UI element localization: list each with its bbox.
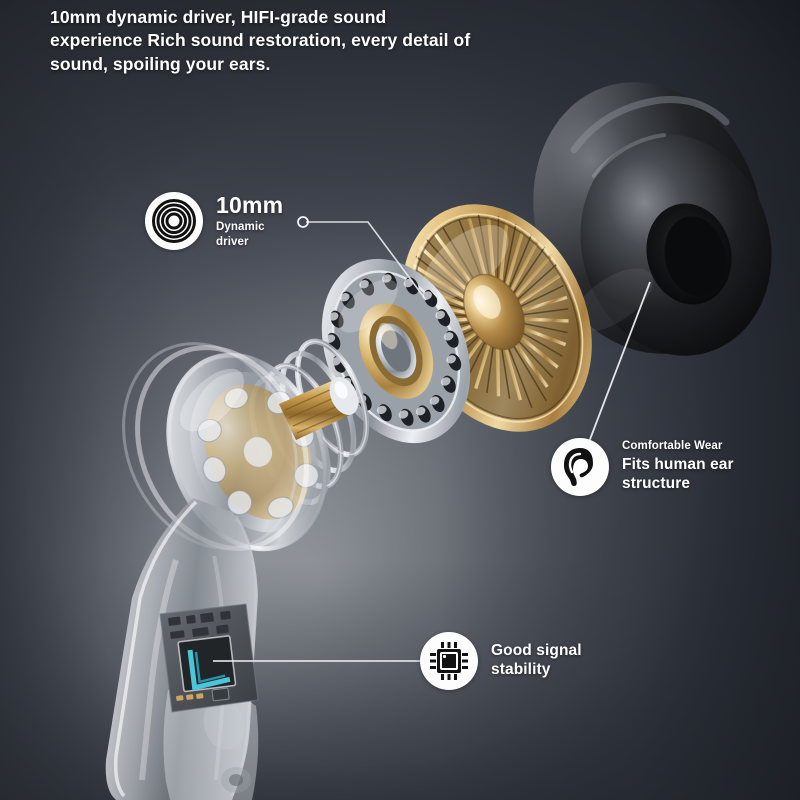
concentric-rings-icon [145,192,203,250]
callout-signal-stability: Good signal stability [420,632,582,690]
cpu-chip-icon [420,632,478,690]
callout-comfortable-wear: Comfortable Wear Fits human ear structur… [551,438,734,496]
page-heading: 10mm dynamic driver, HIFI-grade sound ex… [50,6,570,76]
callout-dynamic-driver-sub2: driver [216,235,249,248]
callout-signal-stability-text: Good signal stability [491,642,582,680]
callout-comfortable-wear-line1: Fits human ear [622,456,734,474]
heading-line-2: experience Rich sound restoration, every… [50,30,471,51]
heading-line-1: 10mm dynamic driver, HIFI-grade sound [50,7,387,27]
callout-comfortable-wear-line2: structure [622,475,691,493]
callout-comfortable-wear-text: Comfortable Wear Fits human ear structur… [622,440,734,495]
heading-line-3: sound, spoiling your ears. [50,53,271,74]
callout-signal-stability-line1: Good signal [491,642,582,660]
callout-dynamic-driver-text: 10mm Dynamic driver [216,193,283,249]
circuit-board-with-chip [159,603,259,713]
callout-dynamic-driver-sub1: Dynamic [216,221,265,234]
callout-comfortable-wear-eyebrow: Comfortable Wear [622,439,723,452]
callout-dynamic-driver-title: 10mm [216,192,284,219]
callout-signal-stability-line2: stability [491,661,551,678]
ear-icon [551,438,609,496]
callout-dynamic-driver: 10mm Dynamic driver [145,192,283,250]
